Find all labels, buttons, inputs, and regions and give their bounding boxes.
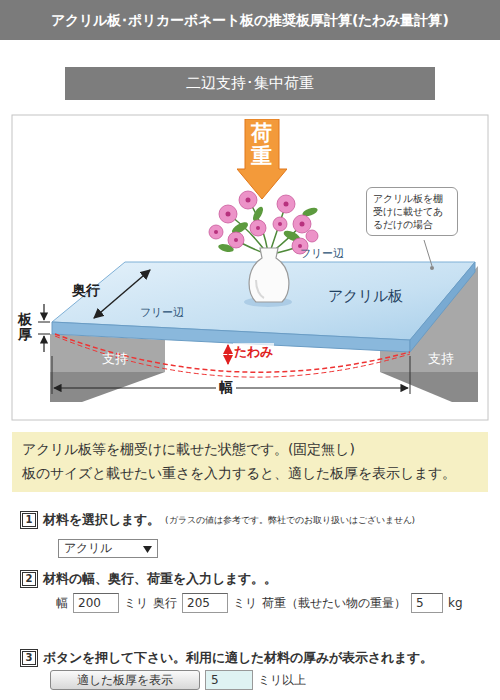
dropdown-icon [143,546,152,553]
form-row: アクリル [58,539,158,558]
callout-box: アクリル板を棚受けに載せてあるだけの場合 [366,187,458,236]
step-number: 3 [20,649,38,667]
form-row: 幅200ミリ奥行205ミリ荷重（載せたい物の重量）5kg [56,593,463,613]
node-text: 適した板厚を表示 [77,672,173,689]
step-title: ボタンを押して下さい。利用に適した材料の厚みが表示されます。 [43,649,433,667]
note-text: (ガラスの値は参考です。弊社でのお取り扱いはございません) [165,514,415,527]
unit-label: ミリ以上 [258,672,306,689]
input-field: 205 [182,593,228,613]
node-text: 205 [187,596,210,610]
select-box: アクリル [58,539,158,558]
node-text: 3 [26,653,33,663]
field-label: 奥行 [153,595,177,612]
input-field: 200 [73,593,119,613]
node-text: 2 [26,574,33,584]
node-text: アクリル板を棚受けに載せてあるだけの場合 [373,192,451,231]
node-text: 200 [78,596,101,610]
info-band: アクリル板等を棚受けに載せた状態です。(固定無し)板のサイズと載せたい重さを入力… [12,432,488,492]
node-text: 5 [416,596,424,610]
node-text: 1 [26,515,33,525]
field-label: 荷重（載せたい物の重量） [262,595,406,612]
page-title: アクリル板･ポリカーボネート板の推奨板厚計算(たわみ量計算) [0,0,500,40]
node-text: 二辺支持･集中荷重 [186,74,314,93]
input-field: 5 [411,593,443,613]
load-arrow: 荷重 [237,119,287,199]
unit-label: kg [448,596,463,610]
step-number: 1 [20,511,38,529]
part-label: アクリル板 [328,287,403,306]
form-row: 3 ボタンを押して下さい。利用に適した材料の厚みが表示されます。 [20,649,433,667]
edge-label: フリー辺 [140,305,184,320]
step-title: 材料の幅、奥行、荷重を入力します。。 [43,570,277,588]
edge-label: フリー辺 [300,246,344,261]
node-text: 板のサイズと載せたい重さを入力すると、適した板厚を表示します。 [22,462,478,486]
field-label: 幅 [56,595,68,612]
support-label: 支持 [428,350,454,368]
action-button: 適した板厚を表示 [50,670,200,690]
unit-label: ミリ [124,595,148,612]
arrow-outline [237,119,287,199]
unit-label: ミリ [233,595,257,612]
deflection-label: たわみ [233,343,274,361]
header-bar: アクリル板･ポリカーボネート板の推奨板厚計算(たわみ量計算) [0,0,500,40]
form-row: 1 材料を選択します。 (ガラスの値は参考です。弊社でのお取り扱いはございません) [20,511,415,529]
node-text: アクリル [64,540,112,557]
node-text: アクリル板等を棚受けに載せた状態です。(固定無し) [22,438,478,462]
step-number: 2 [20,570,38,588]
result-field: 5 [205,670,253,690]
support-label: 支持 [102,350,128,368]
dimension-label: 奥行 [72,282,100,300]
dimension-label: 板厚 [18,312,32,343]
dropdown-triangle [143,546,152,553]
node-text: 5 [211,673,219,687]
node-text: 荷重 [251,122,272,168]
section-heading: 二辺支持･集中荷重 [65,67,435,100]
dimension-label: 幅 [216,379,236,397]
form-row: 2 材料の幅、奥行、荷重を入力します。。 [20,570,277,588]
form-row: 適した板厚を表示 5 ミリ以上 [50,670,306,690]
step-title: 材料を選択します。 [43,511,160,529]
